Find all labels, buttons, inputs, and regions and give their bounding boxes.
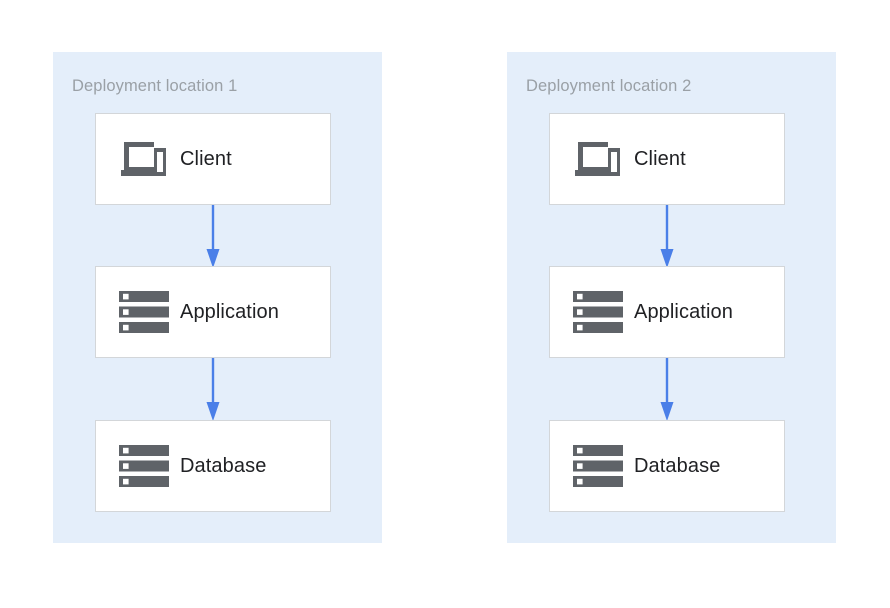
- node-label-database-2: Database: [634, 454, 721, 477]
- node-database-1[interactable]: Database: [95, 420, 331, 512]
- panel-title-1: Deployment location 1: [72, 77, 238, 95]
- server-stack-icon: [568, 291, 628, 333]
- node-client-1[interactable]: Client: [95, 113, 331, 205]
- connector-arrow-application-to-database-2: [660, 355, 674, 421]
- node-label-client-2: Client: [634, 147, 686, 170]
- node-label-application-1: Application: [180, 300, 279, 323]
- server-stack-icon: [114, 291, 174, 333]
- deployment-location-panel-1: Deployment location 1 Client: [53, 52, 382, 543]
- node-label-database-1: Database: [180, 454, 267, 477]
- connector-arrow-client-to-application-2: [660, 202, 674, 268]
- server-stack-icon: [114, 445, 174, 487]
- node-label-application-2: Application: [634, 300, 733, 323]
- connector-arrow-client-to-application-1: [206, 202, 220, 268]
- node-label-client-1: Client: [180, 147, 232, 170]
- server-stack-icon: [568, 445, 628, 487]
- node-application-1[interactable]: Application: [95, 266, 331, 358]
- devices-icon: [568, 140, 628, 178]
- node-application-2[interactable]: Application: [549, 266, 785, 358]
- node-client-2[interactable]: Client: [549, 113, 785, 205]
- devices-icon: [114, 140, 174, 178]
- panel-title-2: Deployment location 2: [526, 77, 692, 95]
- deployment-location-panel-2: Deployment location 2 Client: [507, 52, 836, 543]
- connector-arrow-application-to-database-1: [206, 355, 220, 421]
- node-database-2[interactable]: Database: [549, 420, 785, 512]
